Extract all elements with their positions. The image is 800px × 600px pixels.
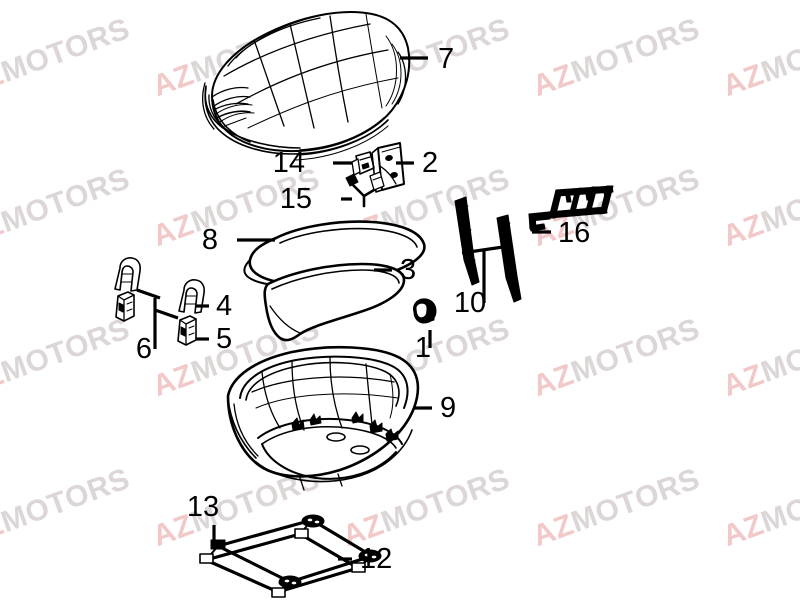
- callout-13: 13: [187, 491, 219, 523]
- callout-6: 6: [136, 333, 152, 365]
- part-clip-retainer-lower[interactable]: [177, 315, 197, 346]
- callout-9: 9: [440, 392, 456, 424]
- callout-14: 14: [273, 147, 305, 179]
- callout-7: 7: [438, 43, 454, 75]
- callout-4: 4: [216, 290, 232, 322]
- part-lock-cylinder[interactable]: [413, 298, 437, 324]
- part-top-case-body[interactable]: [226, 345, 420, 491]
- part-small-bracket-left[interactable]: [351, 151, 375, 176]
- part-screw-bolt[interactable]: [345, 171, 385, 208]
- part-clip-retainer-pair[interactable]: [114, 257, 179, 334]
- part-clip-retainer-upper[interactable]: [178, 279, 205, 314]
- callout-5: 5: [216, 323, 232, 355]
- callout-3: 3: [400, 254, 416, 286]
- callout-1: 1: [415, 332, 431, 364]
- part-base-plate-corner-block[interactable]: [199, 514, 382, 598]
- callout-8: 8: [202, 224, 218, 256]
- part-seat-pad-cushion[interactable]: [263, 262, 406, 342]
- part-hinge-strap-pair[interactable]: [454, 196, 522, 303]
- part-luggage-rack-frame[interactable]: [528, 185, 614, 232]
- callout-12: 12: [360, 543, 392, 575]
- callout-10: 10: [454, 287, 486, 319]
- callout-2: 2: [422, 147, 438, 179]
- part-top-case-lid[interactable]: [202, 11, 411, 161]
- callout-15: 15: [280, 183, 312, 215]
- part-base-plate-frame[interactable]: [205, 518, 373, 594]
- callout-16: 16: [558, 217, 590, 249]
